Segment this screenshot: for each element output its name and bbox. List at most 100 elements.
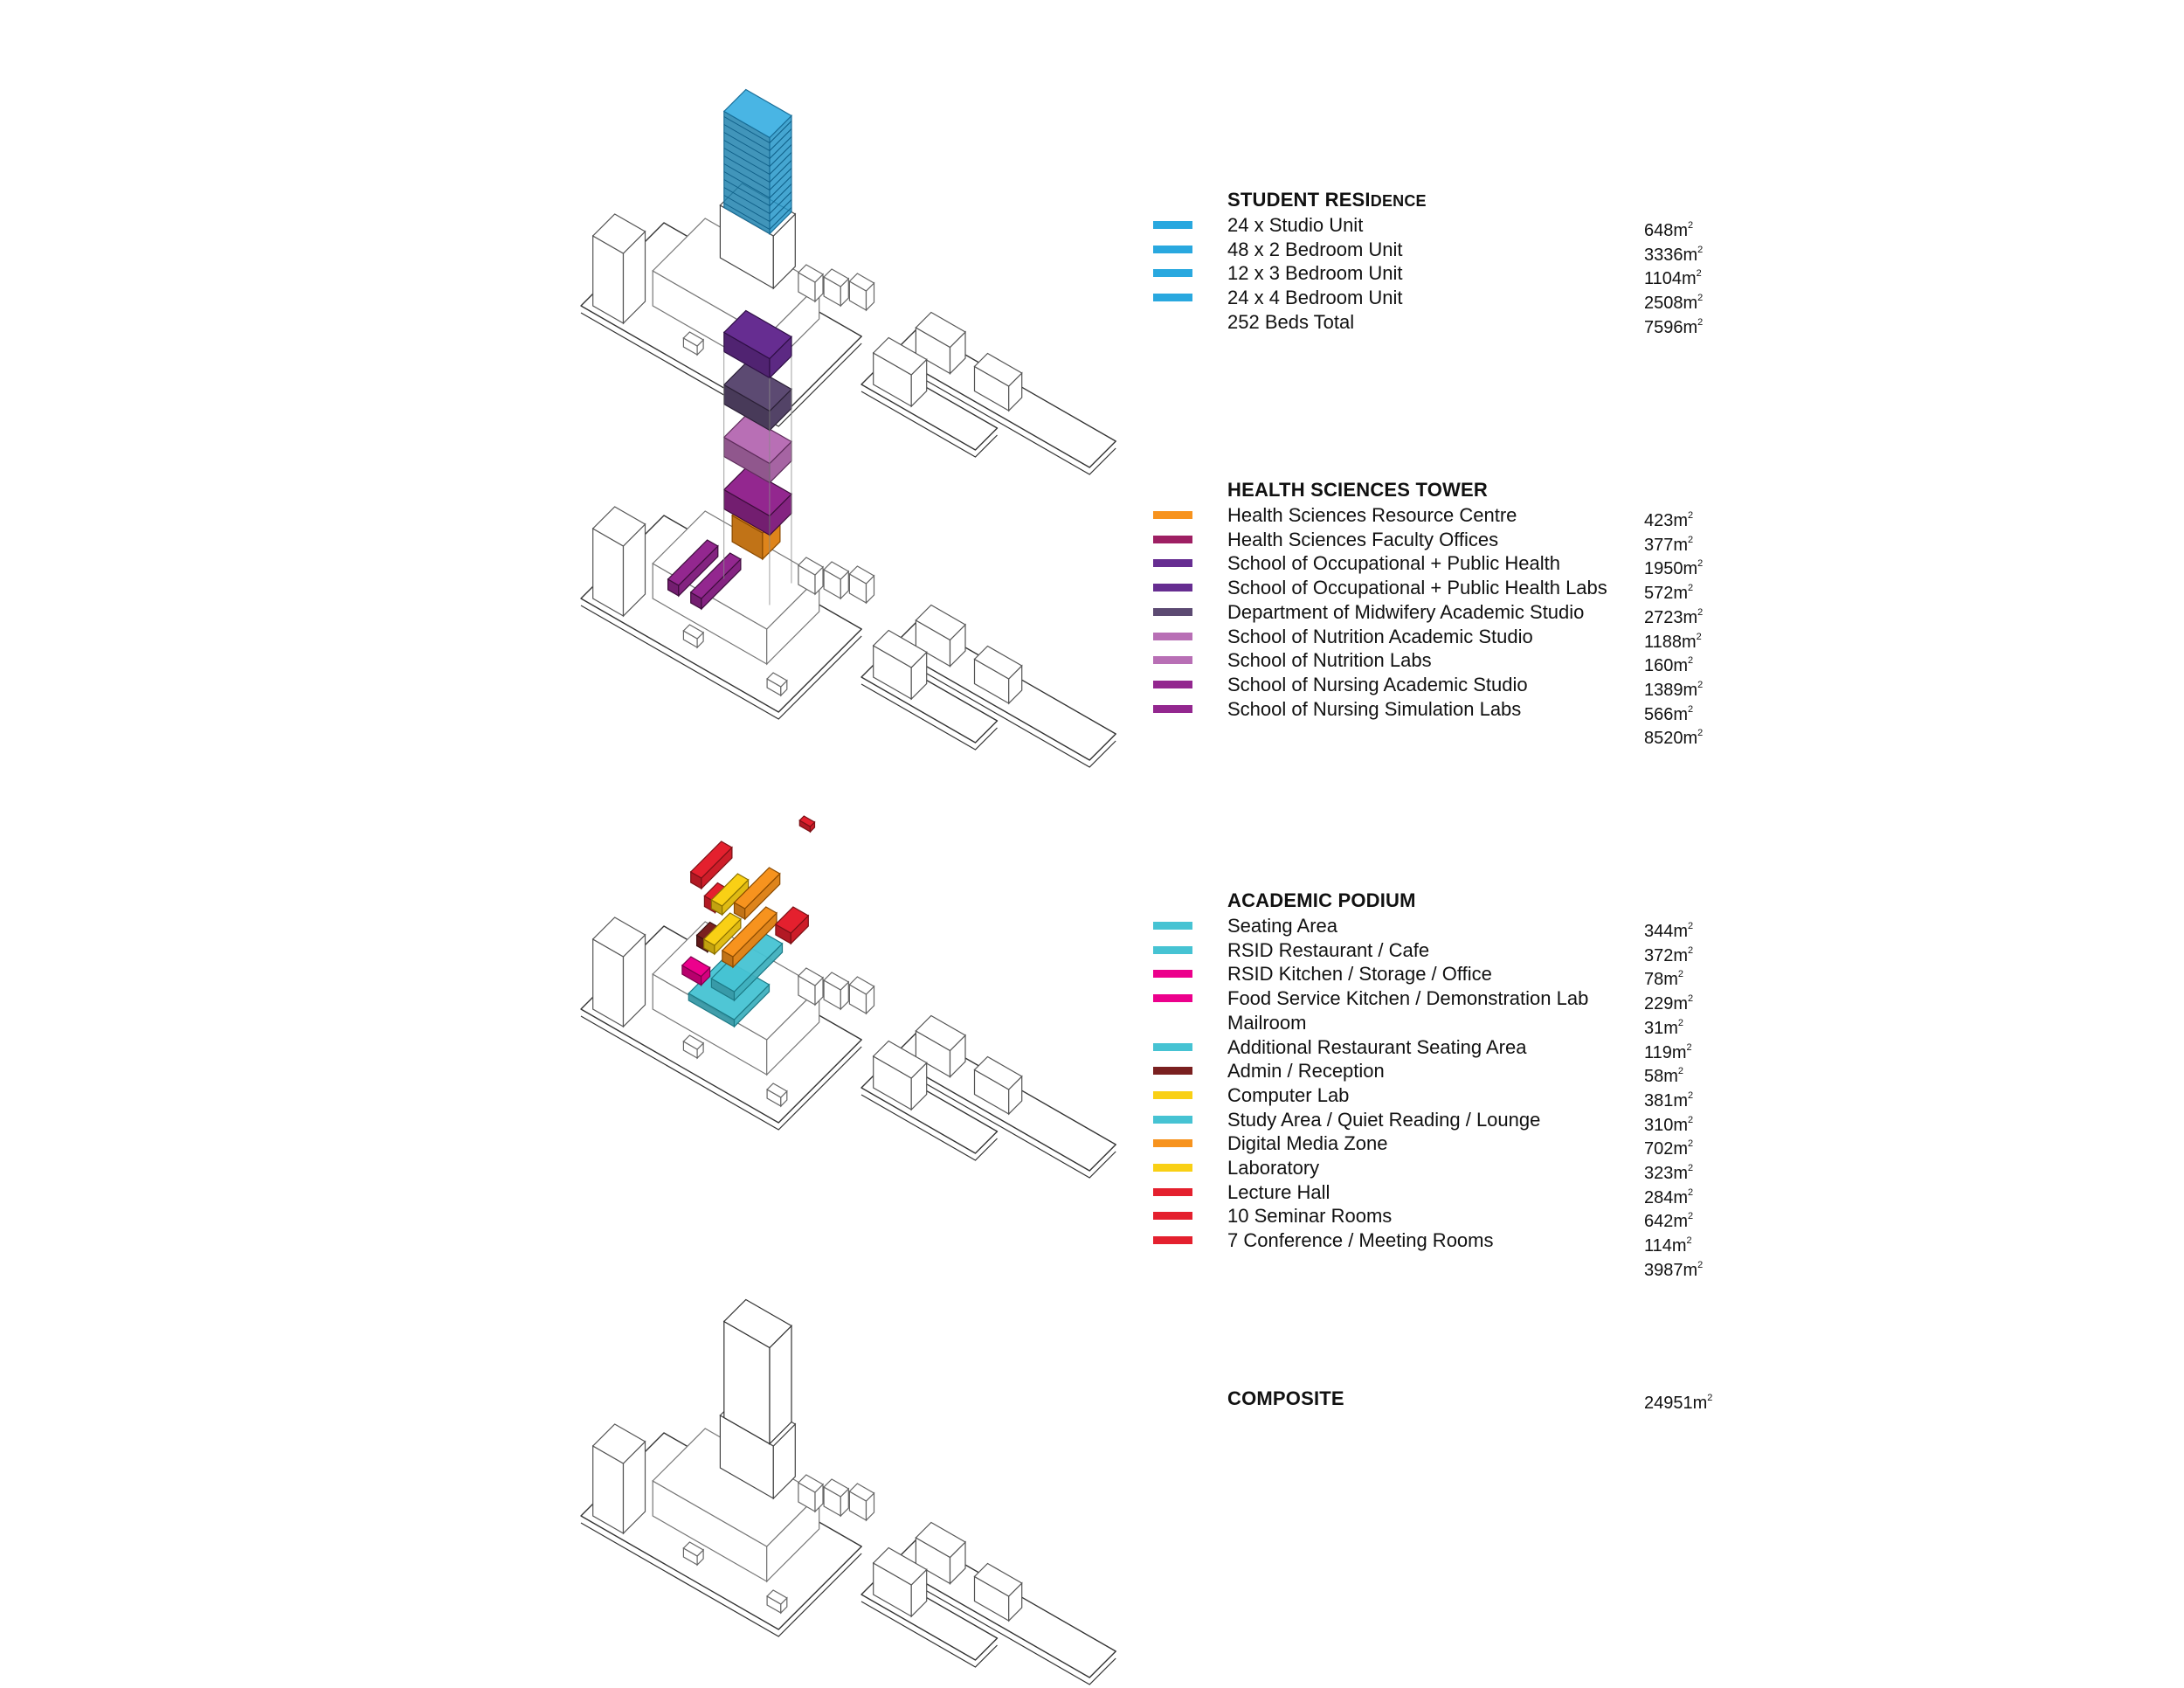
program-label: RSID Kitchen / Storage / Office	[1227, 963, 1492, 986]
program-area: 702m2	[1644, 1138, 1694, 1159]
context-house-2	[823, 268, 850, 308]
program-label: Food Service Kitchen / Demonstration Lab	[1227, 987, 1589, 1010]
program-area: 78m2	[1644, 969, 1684, 990]
program-area: 642m2	[1644, 1211, 1694, 1232]
program-area: 344m2	[1644, 921, 1694, 941]
academic-podium-blocks	[681, 815, 816, 1028]
context-building-east-1	[915, 311, 966, 375]
box-face-top	[591, 1423, 646, 1464]
floor-line	[723, 179, 792, 207]
context-small-block	[682, 624, 705, 649]
student-residence-tower	[722, 88, 792, 235]
section-title-health-sciences-tower: HEALTH SCIENCES TOWER	[1227, 479, 1488, 501]
color-swatch	[1153, 922, 1192, 930]
east-site-slab-1-edge	[891, 1570, 1116, 1685]
context-building-tall	[591, 213, 646, 325]
box-face-top	[872, 1040, 928, 1079]
main-site-slab-edge	[580, 605, 862, 720]
east-site-slab-2-edge	[860, 391, 998, 458]
color-swatch	[1153, 1115, 1192, 1124]
program-label: Health Sciences Resource Centre	[1227, 504, 1517, 526]
box-face-top	[667, 539, 719, 586]
color-swatch	[1153, 1139, 1192, 1148]
nutrition-block	[722, 414, 792, 484]
program-label: 48 x 2 Bedroom Unit	[1227, 238, 1403, 260]
legend-row: Food Service Kitchen / Demonstration Lab…	[1153, 986, 1765, 1013]
context-house-3	[848, 1483, 875, 1522]
legend-row: School of Nursing Academic Studio 1389m2	[1153, 673, 1765, 700]
context-house-2	[823, 972, 850, 1011]
color-swatch	[1153, 1090, 1192, 1099]
program-label: Laboratory	[1227, 1157, 1320, 1179]
context-small-block	[682, 1541, 705, 1567]
program-area: 8520m2	[1644, 728, 1704, 749]
context-house-2	[823, 1478, 850, 1518]
color-swatch	[1153, 607, 1192, 616]
context-house-3	[848, 273, 875, 312]
color-swatch	[1153, 1042, 1192, 1051]
context-small-block-2	[766, 1083, 788, 1108]
box-face-top	[798, 815, 816, 827]
box-face-top	[915, 1521, 966, 1559]
context-building-east-2	[973, 1562, 1023, 1622]
floor-line	[723, 124, 792, 152]
main-site-slab-edge	[580, 1015, 862, 1131]
box-face-top	[766, 672, 788, 688]
program-label: School of Nursing Academic Studio	[1227, 673, 1528, 695]
box-face-top	[973, 352, 1023, 387]
program-area: 1104m2	[1644, 268, 1702, 289]
box-face-top	[722, 309, 792, 360]
program-area: 377m2	[1644, 534, 1694, 555]
box-face-top	[872, 336, 928, 376]
program-area: 372m2	[1644, 944, 1694, 965]
color-swatch	[1153, 1067, 1192, 1076]
legend-row: Laboratory 323m2	[1153, 1156, 1765, 1183]
program-area: 284m2	[1644, 1186, 1694, 1207]
composite-total-area: 24951m2	[1644, 1393, 1713, 1413]
box-face-top	[722, 1298, 792, 1349]
section-title-student-residence: STUDENT RESIDENCE	[1227, 189, 1427, 211]
program-label: School of Nursing Simulation Labs	[1227, 697, 1522, 720]
context-house-3	[848, 976, 875, 1015]
box-face-top	[823, 268, 850, 287]
program-area: 323m2	[1644, 1163, 1694, 1183]
program-label: Seating Area	[1227, 915, 1337, 937]
color-swatch	[1153, 994, 1192, 1003]
box-face-top	[722, 88, 792, 139]
box-face-top	[915, 604, 966, 641]
small-red-block	[798, 815, 816, 834]
box-face-top	[591, 506, 646, 547]
box-face-top	[797, 967, 824, 986]
east-site-slab-2-edge	[860, 683, 998, 751]
health-sciences-blocks	[667, 309, 792, 611]
program-label: Department of Midwifery Academic Studio	[1227, 600, 1585, 623]
box-face-top	[702, 912, 742, 946]
floor-line	[723, 148, 792, 176]
program-area: 7596m2	[1644, 316, 1704, 337]
box-face-top	[681, 956, 711, 978]
color-swatch	[1153, 970, 1192, 979]
program-label: Digital Media Zone	[1227, 1132, 1388, 1155]
program-area: 1389m2	[1644, 679, 1704, 700]
box-face-top	[682, 624, 705, 640]
context-small-block-2	[766, 1589, 788, 1615]
context-building-tall	[591, 917, 646, 1028]
lecture-hall-block	[774, 906, 810, 945]
box-face-top	[915, 311, 966, 349]
box-face-top	[682, 1034, 705, 1050]
box-face-top	[823, 972, 850, 991]
box-face-top	[591, 917, 646, 958]
section-title-academic-podium: ACADEMIC PODIUM	[1227, 889, 1416, 911]
context-building-east-3	[872, 1546, 928, 1618]
box-face-top	[591, 213, 646, 254]
